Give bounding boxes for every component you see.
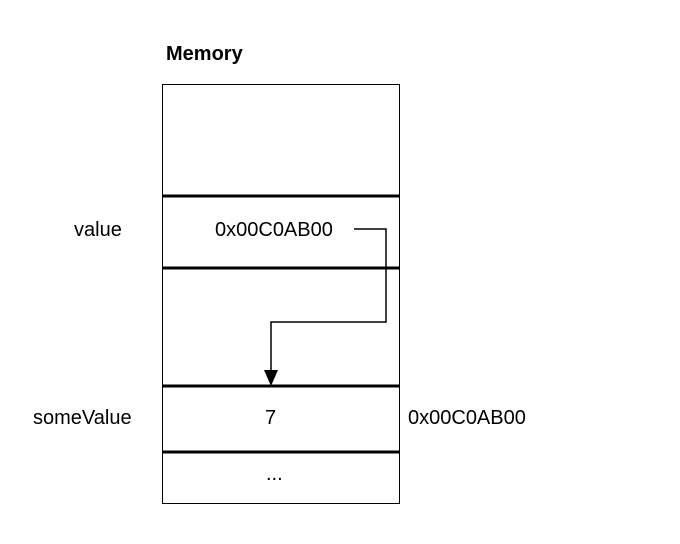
value-label: value (74, 219, 122, 241)
somevalue-cell-content: 7 (265, 407, 277, 429)
memory-title: Memory (166, 43, 243, 65)
value-cell-content: 0x00C0AB00 (215, 219, 333, 241)
somevalue-label: someValue (33, 407, 132, 429)
ellipsis-cell-content: ... (266, 463, 283, 485)
somevalue-address: 0x00C0AB00 (408, 407, 526, 429)
memory-block (162, 84, 400, 504)
